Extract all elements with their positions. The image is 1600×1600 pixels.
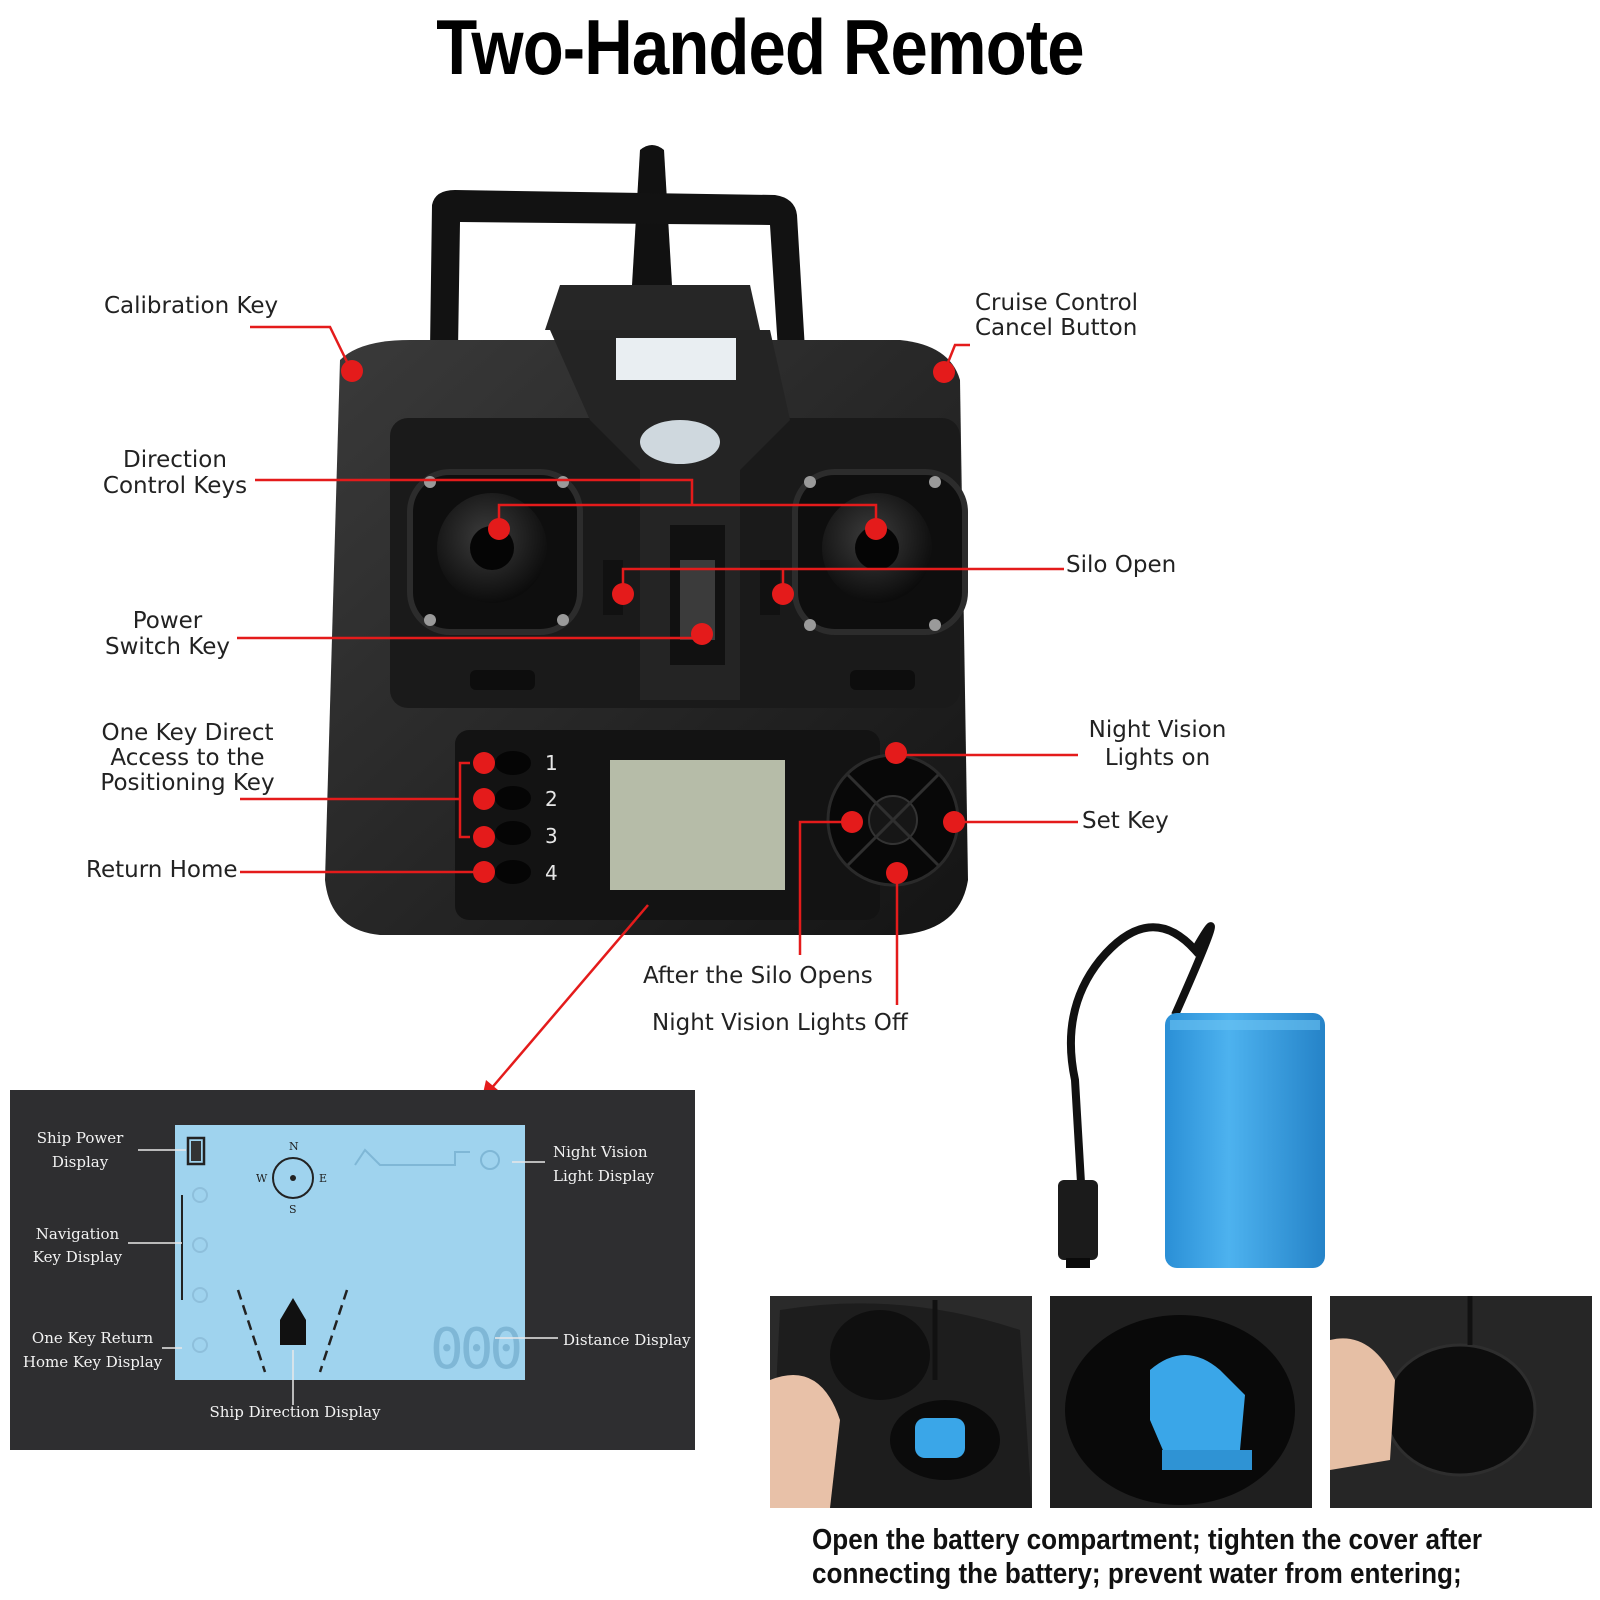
calibration-key-marker	[341, 360, 363, 382]
direction-keys-label-2: Control Keys	[102, 473, 248, 499]
one-key-label-3: Positioning Key	[100, 770, 275, 796]
position-key-2-marker	[473, 788, 495, 810]
night-vision-on-label-2: Lights on	[1104, 745, 1211, 771]
night-off-marker	[886, 862, 908, 884]
callout-lines	[237, 325, 1078, 1098]
photo-cover-closed	[1330, 1296, 1592, 1508]
callout-dots	[341, 360, 965, 884]
set-key-label: Set Key	[1082, 808, 1169, 834]
silo-left-marker	[612, 583, 634, 605]
carry-handle	[430, 190, 805, 350]
distance-display-label: Distance Display	[563, 1331, 691, 1349]
silo-right-marker	[772, 583, 794, 605]
battery-level-icon	[186, 1136, 206, 1166]
navigation-label-1: Navigation	[35, 1225, 120, 1243]
night-light-display-label-1: Night Vision	[553, 1143, 648, 1161]
positioning-key-numbers: 1 2 3 4	[545, 751, 558, 885]
compass-s: S	[289, 1203, 297, 1216]
set-key-marker	[943, 811, 965, 833]
cruise-cancel-marker	[933, 361, 955, 383]
lcd-screen	[175, 1125, 525, 1380]
compass-e: E	[319, 1172, 327, 1185]
key-number-1: 1	[545, 751, 558, 775]
power-switch-marker	[691, 623, 713, 645]
position-key-1-marker	[473, 752, 495, 774]
return-home-label: Return Home	[86, 857, 238, 883]
photo-open-cover	[770, 1296, 1032, 1508]
key-number-4: 4	[545, 861, 558, 885]
lcd-panel: N S E W 000	[10, 1090, 695, 1450]
left-stick-marker	[488, 518, 510, 540]
one-key-label-1: One Key Direct	[101, 720, 274, 746]
cruise-control-label-1: Cruise Control	[975, 290, 1139, 316]
after-silo-opens-label: After the Silo Opens	[643, 963, 873, 989]
silo-open-label: Silo Open	[1066, 552, 1177, 578]
power-switch-label-2: Switch Key	[104, 634, 231, 660]
compass-icon	[272, 1157, 314, 1199]
position-key-3-marker	[473, 826, 495, 848]
night-vision-on-label-1: Night Vision	[1088, 717, 1227, 743]
one-key-label-2: Access to the	[110, 745, 265, 771]
compass-w: W	[256, 1172, 268, 1185]
caption-line-2: connecting the battery; prevent water fr…	[812, 1558, 1462, 1590]
ship-direction-label: Ship Direction Display	[209, 1403, 381, 1421]
caption-line-1: Open the battery compartment; tighten th…	[812, 1524, 1483, 1556]
cruise-control-label-2: Cancel Button	[975, 315, 1138, 341]
night-on-marker	[885, 742, 907, 764]
distance-digits: 000	[430, 1317, 520, 1382]
battery-photos	[770, 1296, 1592, 1508]
calibration-key-label: Calibration Key	[104, 293, 279, 319]
direction-keys-label-1: Direction	[123, 447, 227, 473]
photo-battery-inside	[1050, 1296, 1312, 1508]
night-vision-off-label: Night Vision Lights Off	[652, 1010, 908, 1036]
silo-opens-marker	[841, 811, 863, 833]
night-light-display-label-2: Light Display	[553, 1167, 655, 1185]
navigation-label-2: Key Display	[32, 1248, 123, 1266]
key-number-2: 2	[545, 787, 558, 811]
return-home-display-label-1: One Key Return	[31, 1329, 154, 1347]
night-light-segments	[354, 1148, 500, 1170]
page-title: Two-Handed Remote	[436, 3, 1084, 91]
ship-icon	[280, 1298, 306, 1345]
right-stick-marker	[865, 518, 887, 540]
power-switch-label-1: Power	[132, 608, 203, 634]
ship-power-label-2: Display	[51, 1153, 109, 1171]
key-number-3: 3	[545, 824, 558, 848]
battery-pack	[1058, 922, 1325, 1268]
return-home-marker	[473, 861, 495, 883]
ship-power-label-1: Ship Power	[36, 1129, 124, 1147]
remote-body	[325, 285, 968, 935]
compass-n: N	[289, 1140, 299, 1153]
return-home-display-label-2: Home Key Display	[22, 1353, 163, 1371]
